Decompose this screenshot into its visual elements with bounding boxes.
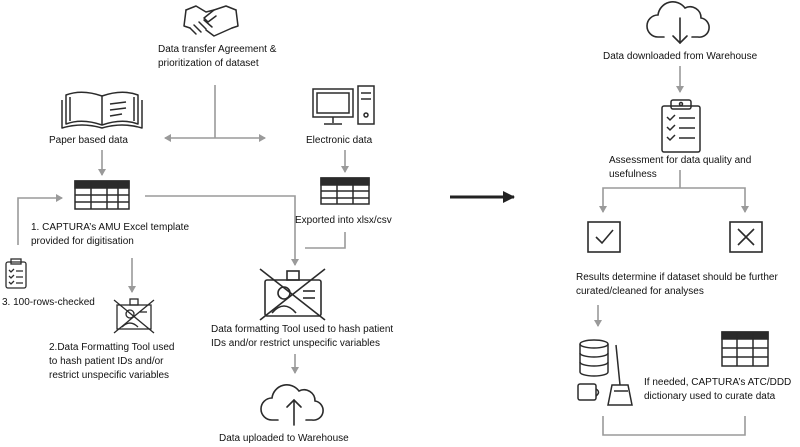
database-cleaning-icon — [577, 339, 633, 406]
spreadsheet-export-icon — [320, 177, 370, 205]
to-reject-connector — [680, 187, 749, 213]
paper-data-label: Paper based data — [49, 135, 128, 146]
dictionary-grid-icon — [721, 331, 769, 367]
checkmark-box-icon — [587, 221, 621, 253]
results-label: Results determine if dataset should be f… — [576, 272, 778, 297]
center-formatting-tool-label: Data formatting Tool used to hash patien… — [211, 324, 394, 349]
cloud-upload-icon — [260, 384, 324, 426]
template-label: 1. CAPTURA’s AMU Excel template provided… — [31, 222, 190, 247]
uploaded-label: Data uploaded to Warehouse — [219, 433, 349, 444]
id-card-crossed-icon — [259, 268, 326, 321]
id-card-crossed-small-icon — [113, 298, 155, 334]
handshake-icon — [183, 5, 239, 37]
rows-checked-label: 3. 100-rows-checked — [2, 297, 95, 308]
connectors-right — [594, 66, 749, 436]
spreadsheet-icon — [74, 180, 130, 210]
agreement-label: Data transfer Agreement & prioritization… — [158, 44, 277, 69]
cloud-download-icon — [646, 1, 710, 45]
export-to-tool-connector — [305, 232, 346, 249]
x-box-icon — [729, 221, 763, 253]
to-accept-connector — [599, 187, 680, 213]
template-to-center-tool-connector — [145, 195, 299, 266]
computer-icon — [312, 85, 375, 125]
formatting-tool-label: 2.Data Formatting Tool used to hash pati… — [49, 342, 175, 381]
electronic-data-label: Electronic data — [306, 135, 373, 146]
exported-label: Exported into xlsx/csv — [295, 215, 392, 226]
assessment-label: Assessment for data quality and usefulne… — [609, 155, 752, 180]
clipboard-checklist-icon — [661, 99, 701, 153]
clean-dictionary-bracket — [602, 416, 746, 436]
dictionary-label: If needed, CAPTURA’s ATC/DDD dictionary … — [644, 377, 792, 402]
book-icon — [61, 91, 143, 129]
checked-loop-connector — [17, 194, 63, 245]
clipboard-small-icon — [5, 258, 27, 289]
downloaded-label: Data downloaded from Warehouse — [603, 51, 758, 62]
connectors-left — [17, 85, 349, 374]
